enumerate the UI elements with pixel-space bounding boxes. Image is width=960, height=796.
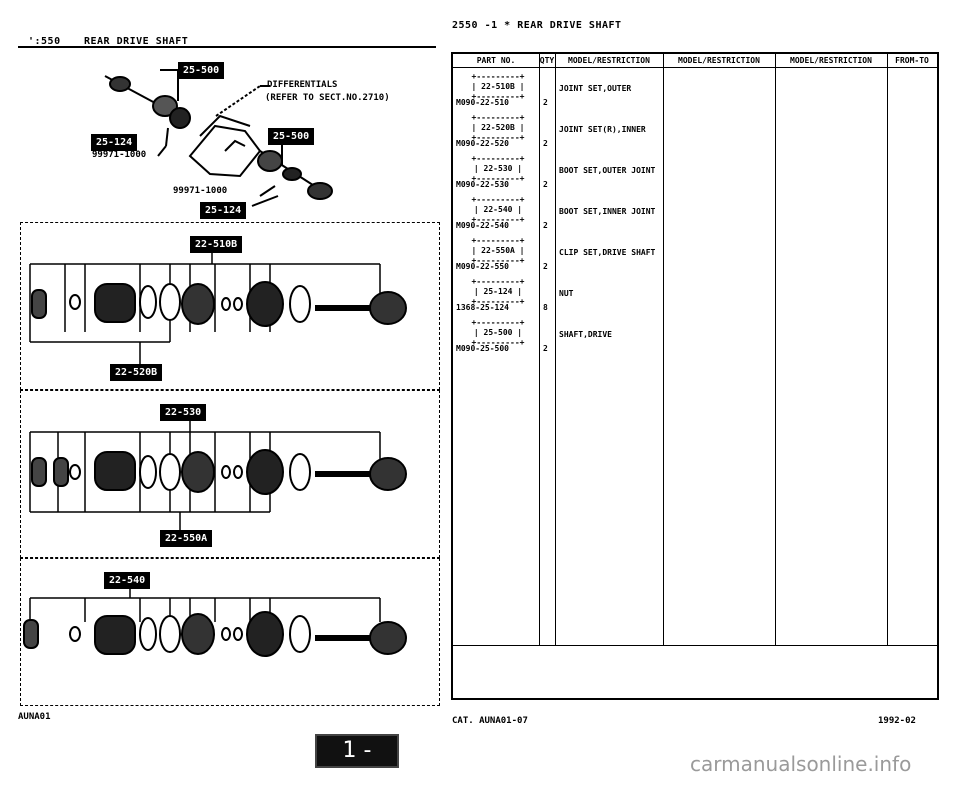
description: SHAFT,DRIVE xyxy=(559,330,612,339)
table-row: +---------+| 22-550A |+---------+ M090-2… xyxy=(453,236,937,278)
quantity: 2 xyxy=(543,139,548,148)
col-header-model-3: MODEL/RESTRICTION xyxy=(775,54,887,68)
part-number: M090-22-520 xyxy=(456,139,509,148)
part-number: M090-22-530 xyxy=(456,180,509,189)
callout-25-500-right: 25-500 xyxy=(268,128,315,145)
exploded-parts-drawing xyxy=(23,248,407,657)
assembly-diagram xyxy=(20,56,440,216)
panel-boot-set-inner xyxy=(20,558,440,706)
col-header-from-to: FROM-TO xyxy=(887,54,937,68)
ref-box: +---------+| 25-124 |+---------+ xyxy=(471,277,525,306)
col-header-model-2: MODEL/RESTRICTION xyxy=(663,54,775,68)
table-row: +---------+| 22-510B |+---------+ M090-2… xyxy=(453,72,937,114)
panel-boot-set-outer xyxy=(20,390,440,558)
table-row: +---------+| 22-530 |+---------+ M090-22… xyxy=(453,154,937,196)
description: BOOT SET,OUTER JOINT xyxy=(559,166,656,175)
part-number: M090-22-550 xyxy=(456,262,509,271)
col-divider xyxy=(663,54,664,646)
part-number: M090-25-500 xyxy=(456,344,509,353)
page: { "left_header": {"code": "':550", "titl… xyxy=(18,20,939,793)
col-header-part-no: PART NO. xyxy=(453,54,539,68)
panel-joint-set-outer xyxy=(20,222,440,390)
page-number-tab: 1 - D11 xyxy=(315,734,399,793)
left-section-title: REAR DRIVE SHAFT xyxy=(84,36,189,47)
differentials-reference: (REFER TO SECT.NO.2710) xyxy=(265,93,390,103)
col-divider xyxy=(887,54,888,646)
callout-22-520b: 22-520B xyxy=(110,364,163,381)
description: CLIP SET,DRIVE SHAFT xyxy=(559,248,656,257)
col-divider xyxy=(539,54,540,646)
ref-box: +---------+| 22-520B |+---------+ xyxy=(471,113,525,142)
callout-22-550a: 22-550A xyxy=(160,530,213,547)
ref-box: +---------+| 25-500 |+---------+ xyxy=(471,318,525,347)
callout-22-540: 22-540 xyxy=(104,572,151,589)
description: JOINT SET,OUTER xyxy=(559,84,632,93)
ref-box: +---------+| 22-550A |+---------+ xyxy=(471,236,525,265)
watermark-text: carmanualsonline.info xyxy=(690,752,912,776)
description: JOINT SET(R),INNER xyxy=(559,125,646,134)
description: NUT xyxy=(559,289,574,298)
differentials-note: DIFFERENTIALS xyxy=(267,80,338,90)
ref-box: +---------+| 22-530 |+---------+ xyxy=(471,154,525,183)
footer-left-code: AUNA01 xyxy=(18,712,51,722)
callout-22-530: 22-530 xyxy=(160,404,207,421)
col-header-model-1: MODEL/RESTRICTION xyxy=(555,54,663,68)
table-bottom-rule xyxy=(453,644,937,646)
col-divider xyxy=(775,54,776,646)
callout-25-124-left: 25-124 xyxy=(91,134,138,151)
quantity: 2 xyxy=(543,262,548,271)
catalog-number: CAT. AUNA01-07 xyxy=(452,716,528,726)
callout-22-510b: 22-510B xyxy=(190,236,243,253)
part-99971-mid: 99971-1000 xyxy=(173,186,228,196)
description: BOOT SET,INNER JOINT xyxy=(559,207,656,216)
quantity: 2 xyxy=(543,98,548,107)
right-section-title: 2550 -1 * REAR DRIVE SHAFT xyxy=(452,20,622,31)
table-row: +---------+| 25-124 |+---------+ 1368-25… xyxy=(453,277,937,319)
quantity: 8 xyxy=(543,303,548,312)
ref-box: +---------+| 22-540 |+---------+ xyxy=(471,195,525,224)
table-row: +---------+| 25-500 |+---------+ M090-25… xyxy=(453,318,937,360)
quantity: 2 xyxy=(543,221,548,230)
quantity: 2 xyxy=(543,180,548,189)
callout-25-500-top: 25-500 xyxy=(178,62,225,79)
part-number: M090-22-510 xyxy=(456,98,509,107)
left-header-rule xyxy=(18,46,436,48)
table-row: +---------+| 22-540 |+---------+ M090-22… xyxy=(453,195,937,237)
part-number: M090-22-540 xyxy=(456,221,509,230)
parts-table: PART NO. QTY MODEL/RESTRICTION MODEL/RES… xyxy=(451,52,939,700)
part-99971-left: 99971-1000 xyxy=(92,150,147,160)
col-header-qty: QTY xyxy=(539,54,555,68)
left-section-code: ':550 xyxy=(28,36,61,47)
ref-box: +---------+| 22-510B |+---------+ xyxy=(471,72,525,101)
quantity: 2 xyxy=(543,344,548,353)
callout-25-124-mid: 25-124 xyxy=(200,202,247,219)
table-row: +---------+| 22-520B |+---------+ M090-2… xyxy=(453,113,937,155)
catalog-date: 1992-02 xyxy=(878,716,916,726)
part-number: 1368-25-124 xyxy=(456,303,509,312)
col-divider xyxy=(555,54,556,646)
drive-shaft-assembly-drawing xyxy=(104,69,333,207)
